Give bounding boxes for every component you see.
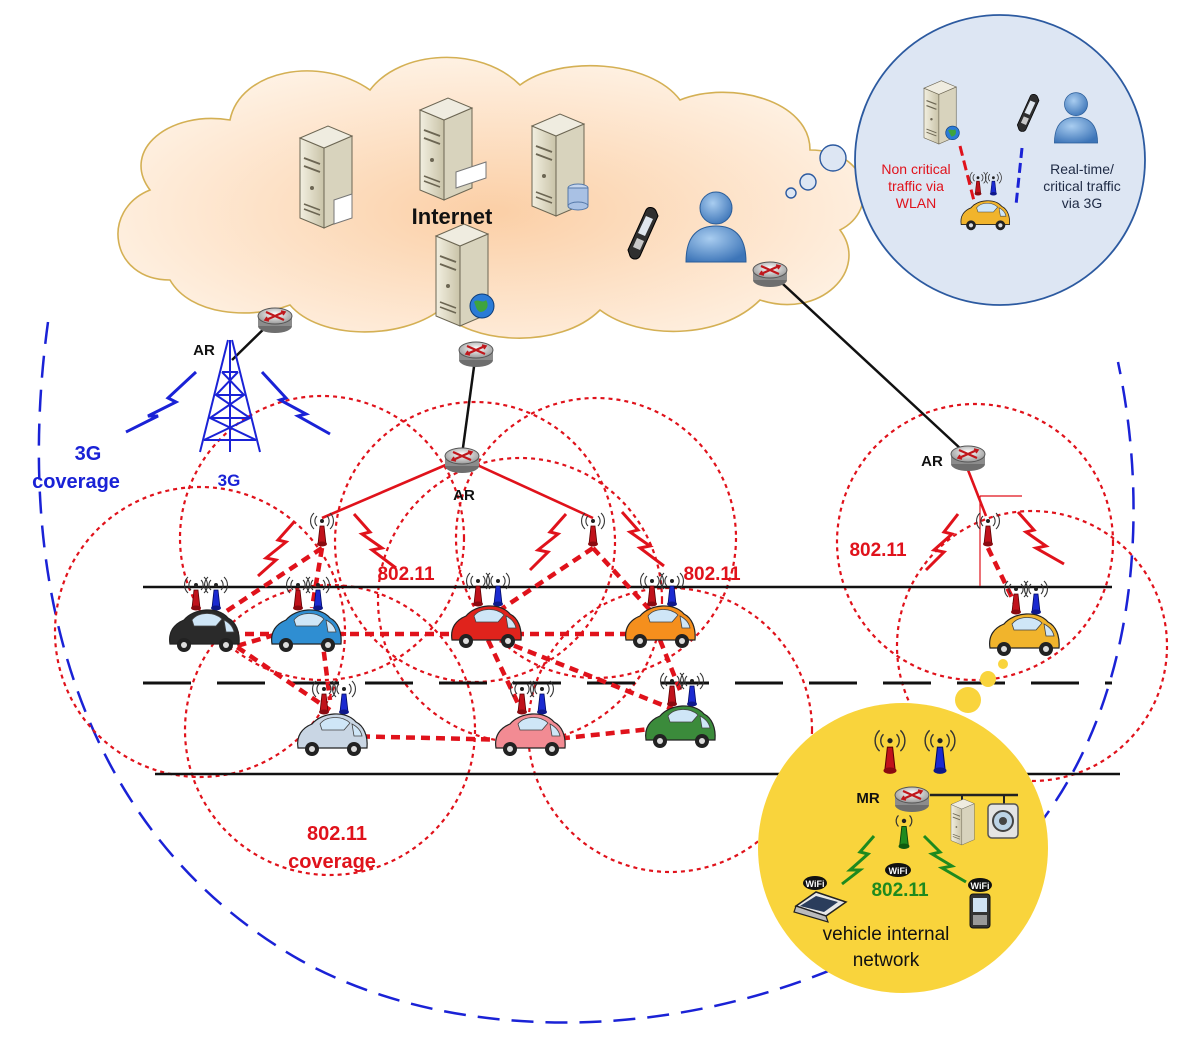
bolt-icon xyxy=(922,834,967,884)
3g-coverage-label-line2: coverage xyxy=(32,471,120,493)
bolt-icon xyxy=(528,513,568,572)
3g-tower-icon xyxy=(199,339,261,453)
zoom-dot xyxy=(980,671,996,687)
ar-label-right: AR xyxy=(921,453,943,470)
ar-label-center: AR xyxy=(453,487,475,504)
onboard-server-icon xyxy=(950,798,975,846)
coverage-circle xyxy=(835,402,1115,682)
smartphone-icon: WiFi xyxy=(968,878,992,929)
internal-network-label-line2: network xyxy=(853,950,920,971)
ar-label-left: AR xyxy=(193,342,215,359)
access-point-antenna-icon xyxy=(309,512,335,548)
cloud-shape xyxy=(117,56,865,339)
3g-coverage-arc xyxy=(37,321,1135,1024)
80211-label: 802.11 xyxy=(683,564,740,585)
vehicle-internal-network: MR WiFi WiFi xyxy=(758,703,1048,993)
noncritical-text-line1: Non critical xyxy=(881,161,950,177)
internal-network-label-line1: vehicle internal xyxy=(823,924,950,945)
critical-text-line3: via 3G xyxy=(1062,195,1102,211)
camera-icon xyxy=(987,803,1019,839)
bolt-icon xyxy=(841,835,876,886)
bolt-icon xyxy=(125,370,198,434)
access-point-antenna-icon xyxy=(580,512,606,548)
ar-router-icon xyxy=(443,446,481,475)
mobile-router-icon xyxy=(893,785,931,814)
internet-cloud xyxy=(117,56,865,339)
wifi-badge: WiFi xyxy=(803,876,827,890)
tower-3g-label: 3G xyxy=(218,471,241,490)
internet-label: Internet xyxy=(412,204,493,229)
car-pink xyxy=(495,680,566,757)
server-database-icon xyxy=(531,113,589,217)
link xyxy=(321,456,463,520)
ar-router-icon xyxy=(949,444,987,473)
bolt-icon xyxy=(260,370,331,436)
critical-text-line1: Real-time/ xyxy=(1050,161,1114,177)
router-icon xyxy=(751,260,789,289)
laptop-icon: WiFi xyxy=(793,876,848,923)
internal-80211-label: 802.11 xyxy=(871,880,928,901)
link xyxy=(966,469,988,517)
svg-text:WiFi: WiFi xyxy=(806,879,825,889)
bolt-icon xyxy=(1016,511,1065,566)
thought-dot xyxy=(799,173,817,191)
80211-coverage-label-line1: 802.11 xyxy=(307,823,367,845)
mr-label: MR xyxy=(856,790,879,807)
link xyxy=(461,456,594,520)
web-server-globe-icon xyxy=(435,223,495,327)
traffic-split-bubble: Non critical traffic via WLAN Real-time/… xyxy=(854,14,1146,306)
car-red xyxy=(451,572,522,649)
ar-to-ap-links xyxy=(321,456,988,520)
thought-dot xyxy=(785,187,797,199)
wifi-badge: WiFi xyxy=(968,878,992,892)
coverage-circle xyxy=(183,583,477,877)
bolt-icon xyxy=(924,513,960,572)
link xyxy=(769,271,963,451)
wlan-link xyxy=(958,145,977,206)
coverage-circle xyxy=(376,456,664,744)
80211-label: 802.11 xyxy=(849,540,906,561)
car-yellow xyxy=(989,580,1060,657)
svg-text:WiFi: WiFi xyxy=(889,866,908,876)
80211-coverage-label-line2: coverage xyxy=(288,851,376,873)
link xyxy=(460,351,478,456)
car-silver xyxy=(297,680,368,757)
router-icon xyxy=(457,340,495,369)
wlan-server-icon xyxy=(923,80,960,145)
bolt-icon xyxy=(620,511,665,568)
coverage-circle xyxy=(895,509,1169,783)
internal-signal-bolts xyxy=(841,834,967,886)
server-icon xyxy=(419,97,487,201)
80211-label: 802.11 xyxy=(377,564,434,585)
3g-link xyxy=(1014,147,1024,206)
coverage-circle xyxy=(53,485,347,779)
wifi-signal-bolts xyxy=(257,511,1065,578)
zoom-dot xyxy=(955,687,981,713)
right-pole xyxy=(979,495,1022,586)
3g-signal-bolts xyxy=(125,370,331,436)
coverage-circle xyxy=(526,586,814,874)
bolt-icon xyxy=(352,513,397,570)
router-icon xyxy=(256,306,294,335)
bolt-icon xyxy=(257,521,296,578)
coverage-circle xyxy=(178,394,466,682)
server-icon xyxy=(299,125,353,229)
3g-coverage-label-line1: 3G xyxy=(75,443,102,465)
wifi-badge: WiFi xyxy=(885,863,911,877)
thought-dot xyxy=(819,144,847,172)
coverage-circle xyxy=(454,396,738,680)
zoom-dot xyxy=(998,659,1008,669)
noncritical-text-line2: traffic via xyxy=(888,178,944,194)
critical-text-line2: critical traffic xyxy=(1043,178,1121,194)
svg-text:WiFi: WiFi xyxy=(971,881,990,891)
noncritical-text-line3: WLAN xyxy=(896,195,936,211)
